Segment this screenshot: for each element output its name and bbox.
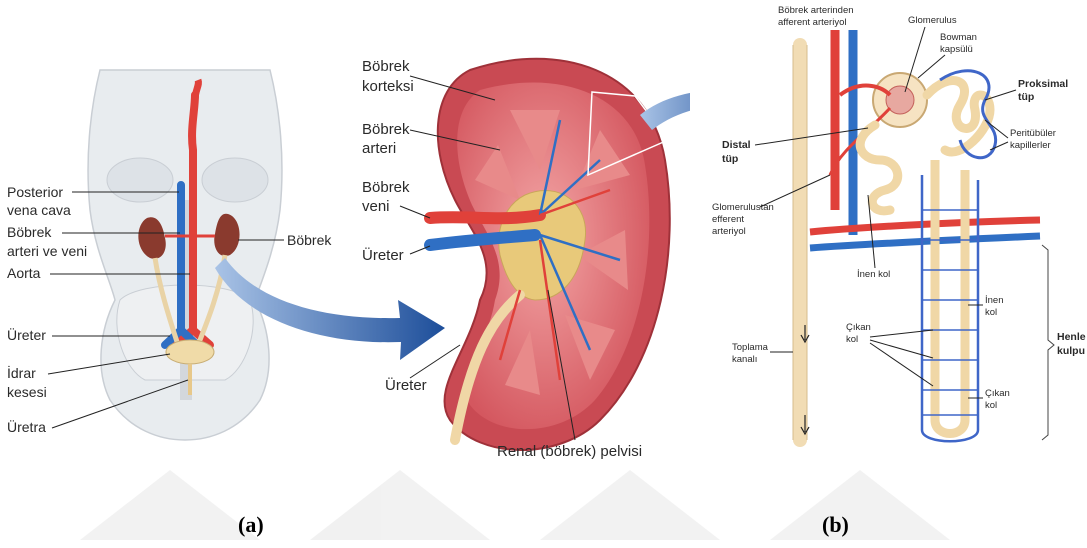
- label-glomerulus: Glomerulus: [908, 15, 957, 26]
- label-posterior-vena-cava-2: vena cava: [7, 202, 71, 218]
- label-henle-2: kulpu: [1057, 345, 1085, 357]
- watermark: [80, 470, 950, 540]
- label-bowman-1: Bowman: [940, 32, 977, 43]
- label-bobrek-veni-2: veni: [362, 198, 390, 215]
- label-efferent-2: efferent: [712, 214, 744, 225]
- label-bobrek-arteri-k-1: Böbrek: [362, 121, 410, 138]
- label-ureter-k-top: Üreter: [362, 246, 404, 264]
- breast-right: [202, 158, 268, 202]
- label-idrar-kesesi-1: İdrar: [7, 364, 36, 381]
- label-bowman-2: kapsülü: [940, 44, 973, 55]
- caption-a: (a): [238, 512, 264, 537]
- nephron-background: [690, 0, 1087, 465]
- panel-b-nephron: [690, 0, 1087, 465]
- label-posterior-vena-cava-1: Posterior: [7, 184, 63, 200]
- label-cikan-kol-1b: kol: [846, 334, 858, 345]
- label-distal-1: Distal: [722, 139, 751, 151]
- label-proksimal-2: tüp: [1018, 91, 1034, 103]
- label-uretra: Üretra: [7, 418, 46, 435]
- label-distal-2: tüp: [722, 153, 738, 165]
- caption-b: (b): [822, 512, 849, 537]
- label-henle-1: Henle: [1057, 331, 1086, 343]
- label-inen-kol-1: İnen kol: [857, 269, 890, 280]
- label-renal-pelvisi: Renal (böbrek) pelvisi: [497, 443, 642, 460]
- label-bobrek-arteri-1: Böbrek: [7, 224, 52, 240]
- label-cikan-kol-2a: Çıkan: [985, 388, 1010, 399]
- label-bobrek-korteksi-2: korteksi: [362, 78, 414, 95]
- label-bobrek-arteri-k-2: arteri: [362, 140, 396, 157]
- label-bobrek-veni-1: Böbrek: [362, 179, 410, 196]
- label-efferent-3: arteriyol: [712, 226, 746, 237]
- label-afferent-1: Böbrek arterinden: [778, 5, 854, 16]
- label-peritubuler-1: Peritübüler: [1010, 128, 1056, 139]
- label-afferent-2: afferent arteriyol: [778, 17, 846, 28]
- label-efferent-1: Glomerulustan: [712, 202, 774, 213]
- label-cikan-kol-1a: Çıkan: [846, 322, 871, 333]
- label-proksimal-1: Proksimal: [1018, 78, 1068, 90]
- label-inen-kol-2a: İnen: [985, 295, 1004, 306]
- panel-a-body: [88, 70, 282, 440]
- label-cikan-kol-2b: kol: [985, 400, 997, 411]
- breast-left: [107, 158, 173, 202]
- label-bobrek: Böbrek: [287, 232, 332, 248]
- label-aorta: Aorta: [7, 265, 41, 281]
- panel-kidney: [430, 59, 670, 450]
- label-toplama-2: kanalı: [732, 354, 757, 365]
- label-peritubuler-2: kapillerler: [1010, 140, 1051, 151]
- label-ureter-k-bottom: Üreter: [385, 376, 427, 394]
- renal-artery-k: [430, 215, 540, 218]
- label-bobrek-korteksi-1: Böbrek: [362, 58, 410, 75]
- aorta-arch: [195, 80, 198, 100]
- label-idrar-kesesi-2: kesesi: [7, 384, 47, 400]
- label-toplama-1: Toplama: [732, 342, 769, 353]
- label-bobrek-arteri-2: arteri ve veni: [7, 243, 87, 259]
- label-ureter-a: Üreter: [7, 326, 46, 343]
- label-inen-kol-2b: kol: [985, 307, 997, 318]
- bladder-organ: [166, 340, 214, 364]
